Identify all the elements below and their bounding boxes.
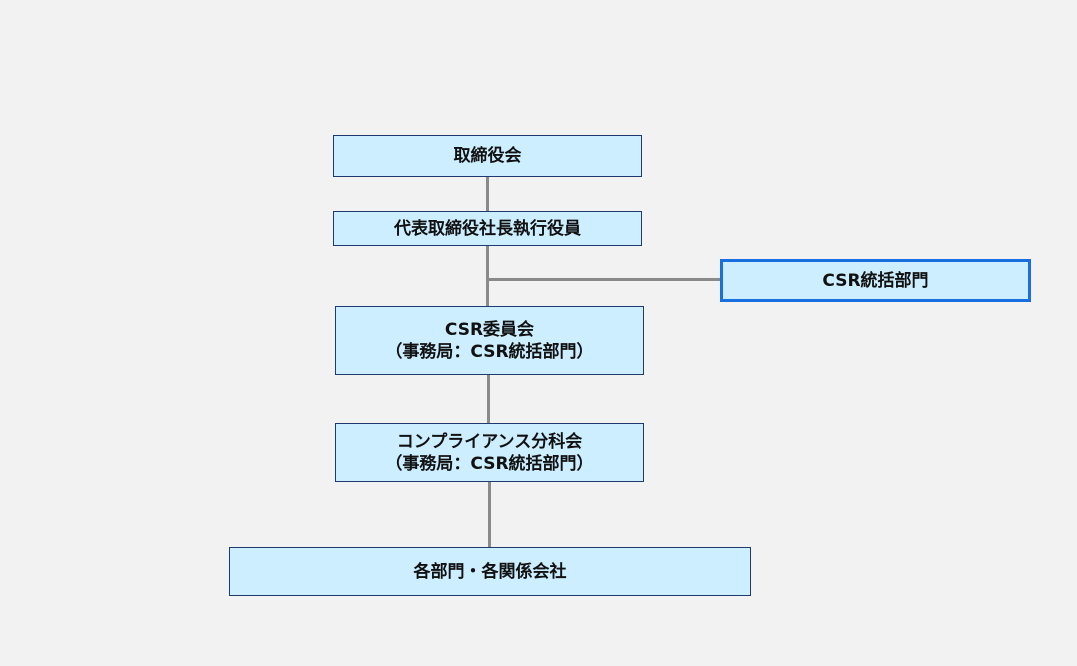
node-label: 各部門・各関係会社 (413, 561, 567, 582)
node-departments: 各部門・各関係会社 (229, 547, 751, 596)
node-sublabel: （事務局：CSR統括部門） (385, 341, 594, 362)
connector-committee-compliance (487, 374, 490, 424)
connector-to-csr-dept (488, 278, 722, 281)
node-board: 取締役会 (333, 135, 642, 177)
node-label: CSR統括部門 (822, 270, 929, 291)
node-label: 代表取締役社長執行役員 (394, 218, 581, 239)
node-label: コンプライアンス分科会 (396, 431, 583, 452)
node-csr-committee: CSR委員会 （事務局：CSR統括部門） (335, 306, 644, 375)
node-ceo: 代表取締役社長執行役員 (333, 211, 642, 246)
node-csr-dept: CSR統括部門 (720, 259, 1031, 302)
connector-board-ceo (486, 176, 489, 212)
connector-ceo-committee (486, 245, 489, 307)
connector-compliance-departments (488, 481, 491, 548)
node-compliance: コンプライアンス分科会 （事務局：CSR統括部門） (335, 423, 644, 482)
node-label: CSR委員会 (444, 319, 535, 340)
node-label: 取締役会 (453, 146, 522, 166)
node-sublabel: （事務局：CSR統括部門） (385, 453, 594, 474)
